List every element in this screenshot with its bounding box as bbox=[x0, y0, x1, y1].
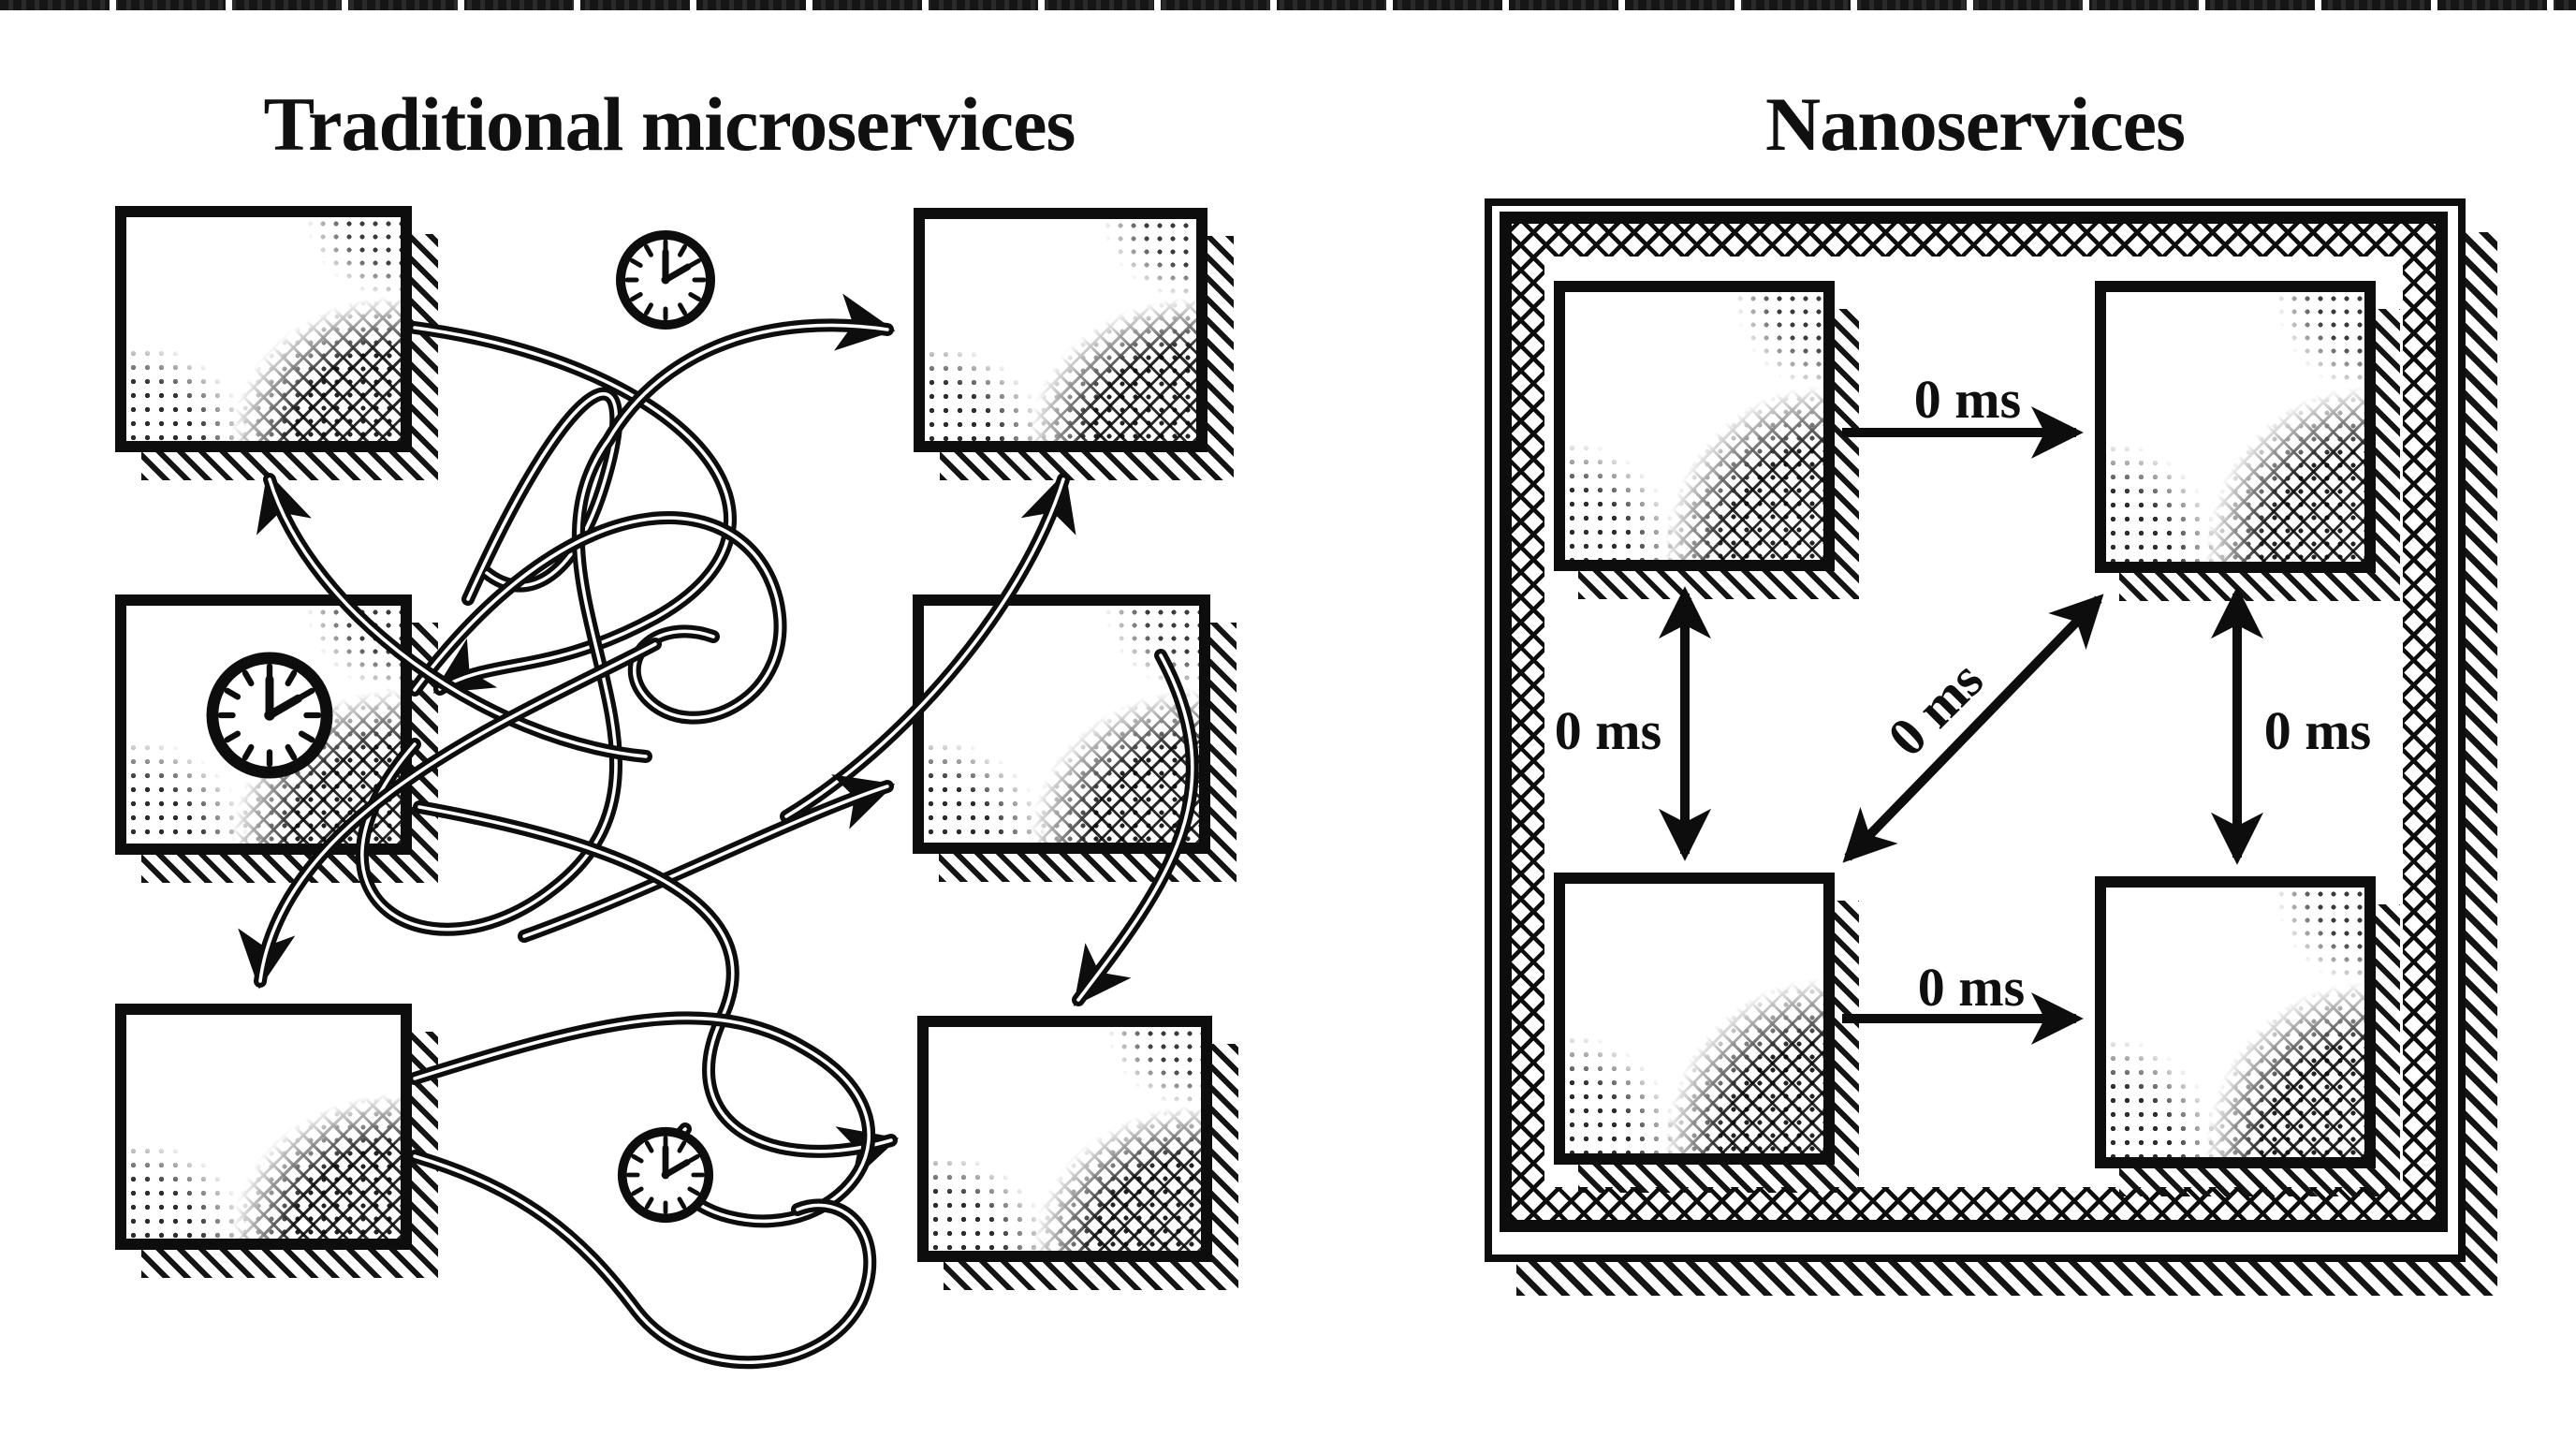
latency-label-right: 0 ms bbox=[2263, 700, 2372, 761]
torn-print-edge bbox=[0, 0, 2576, 10]
left-panel-title: Traditional microservices bbox=[263, 81, 1076, 167]
latency-label-bottom: 0 ms bbox=[1917, 957, 2026, 1018]
latency-arrows bbox=[1659, 406, 2263, 1045]
latency-label-left: 0 ms bbox=[1554, 700, 1662, 761]
tangled-connections bbox=[238, 293, 1199, 1370]
right-panel-title: Nanoservices bbox=[1764, 81, 2186, 167]
clock-icon bbox=[617, 1126, 714, 1224]
clock-icon bbox=[206, 652, 333, 779]
latency-label-top: 0 ms bbox=[1913, 369, 2022, 430]
clock-icon bbox=[616, 230, 715, 330]
